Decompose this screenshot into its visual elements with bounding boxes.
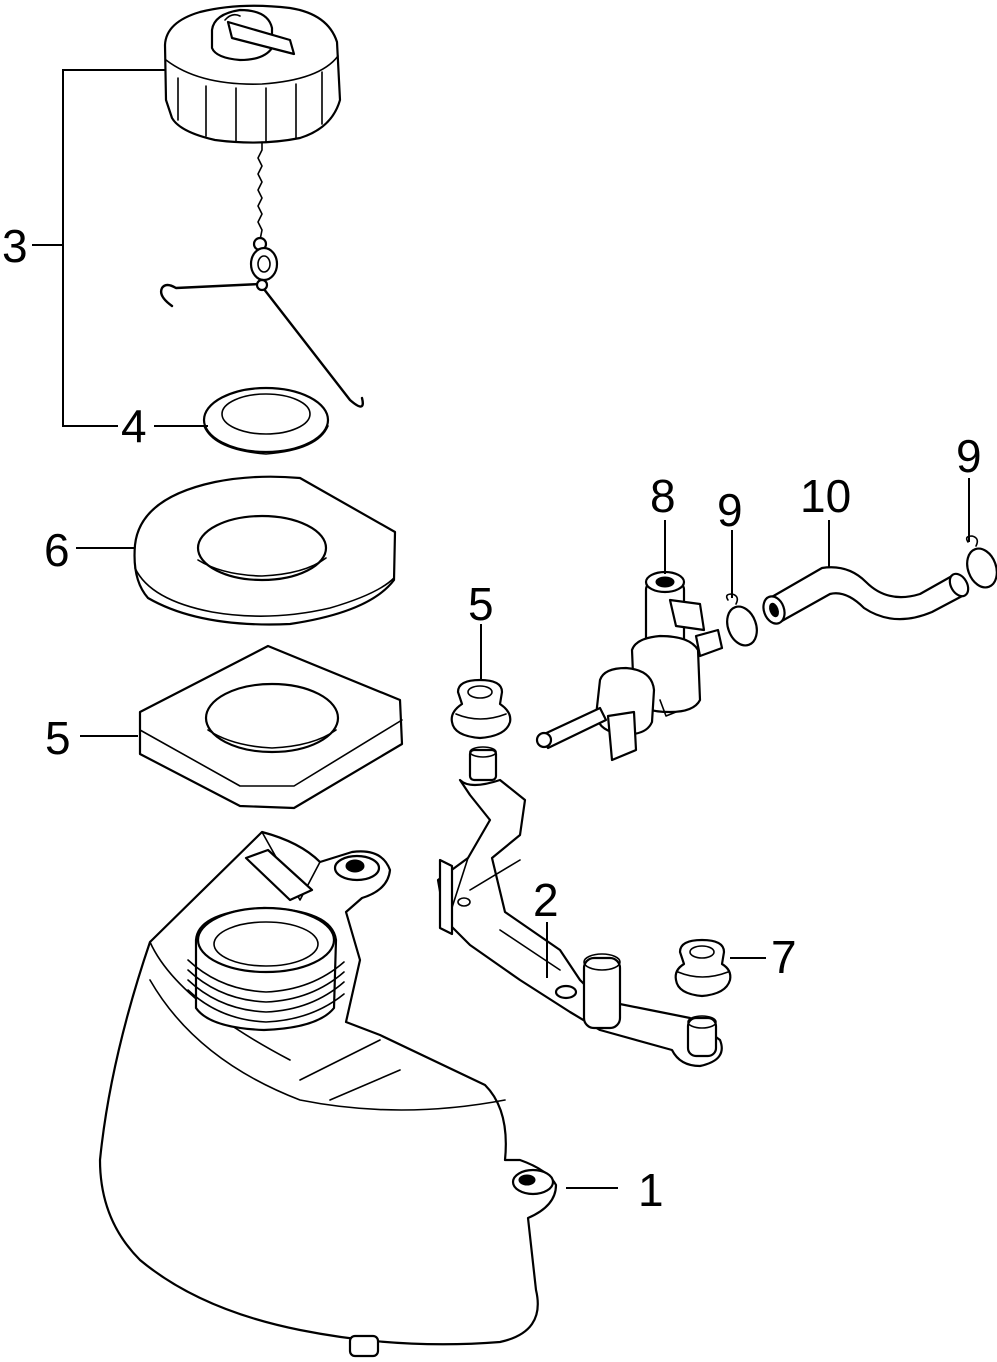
callout-2: 2 — [533, 874, 559, 926]
flat-gasket — [133, 475, 397, 626]
grommet-upper — [450, 678, 512, 740]
callout-5-upper: 5 — [468, 578, 494, 630]
callout-4: 4 — [121, 400, 147, 452]
tank-bracket — [436, 746, 723, 1068]
callout-6: 5 — [45, 712, 71, 764]
callout-9-right: 9 — [956, 430, 982, 482]
fuel-hose — [762, 566, 970, 625]
leader-lines — [32, 69, 970, 1189]
fuel-tank — [98, 830, 558, 1358]
callout-1: 1 — [638, 1164, 664, 1216]
grommet-lower — [674, 938, 732, 998]
fuel-cap-assembly — [159, 4, 364, 408]
callout-9-left: 9 — [717, 484, 743, 536]
callout-5-lower: 7 — [771, 931, 797, 983]
hose-clip-right — [965, 535, 997, 589]
cap-gasket — [202, 386, 330, 455]
hose-clip-left — [725, 593, 758, 647]
leader-3-bracket — [32, 69, 165, 427]
callout-8: 8 — [650, 470, 676, 522]
callout-3: 3 — [2, 220, 28, 272]
fuel-cock — [535, 570, 724, 762]
insulator-pad — [138, 644, 404, 810]
callout-7: 6 — [44, 524, 70, 576]
callout-10: 10 — [800, 470, 851, 522]
